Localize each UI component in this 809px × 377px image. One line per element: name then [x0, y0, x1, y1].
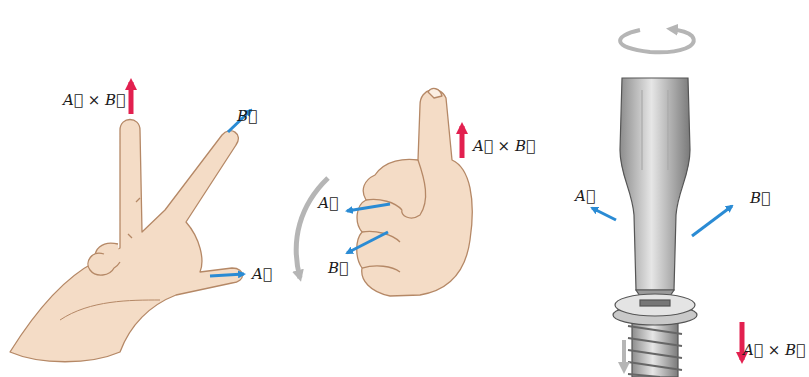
vector-label: A⃗: [252, 265, 272, 283]
vector-label: A⃗ × B⃗: [473, 137, 535, 155]
vector-label: A⃗ × B⃗: [63, 91, 125, 109]
rotation-arrow: [620, 29, 694, 52]
vector-arrow: [347, 232, 388, 253]
vector-arrow: [347, 204, 390, 211]
motion-arrow: [622, 340, 626, 370]
vector-arrow: [692, 206, 732, 236]
vector-label: B⃗: [328, 259, 348, 277]
vector-arrow: [592, 208, 616, 220]
cross-product-arrow: [129, 82, 134, 114]
cross-product-arrow: [460, 126, 465, 158]
vector-label: B⃗: [750, 189, 770, 207]
screw: [613, 294, 697, 377]
vector-label: A⃗: [318, 194, 338, 212]
vector-arrow: [210, 274, 244, 276]
vector-label: A⃗ × B⃗: [743, 341, 805, 359]
vector-label: A⃗: [575, 187, 595, 205]
fist: [357, 89, 473, 296]
left-hand: [10, 120, 243, 362]
vector-label: B⃗: [237, 107, 257, 125]
screwdriver: [620, 78, 690, 305]
curl-arrow: [296, 178, 328, 278]
